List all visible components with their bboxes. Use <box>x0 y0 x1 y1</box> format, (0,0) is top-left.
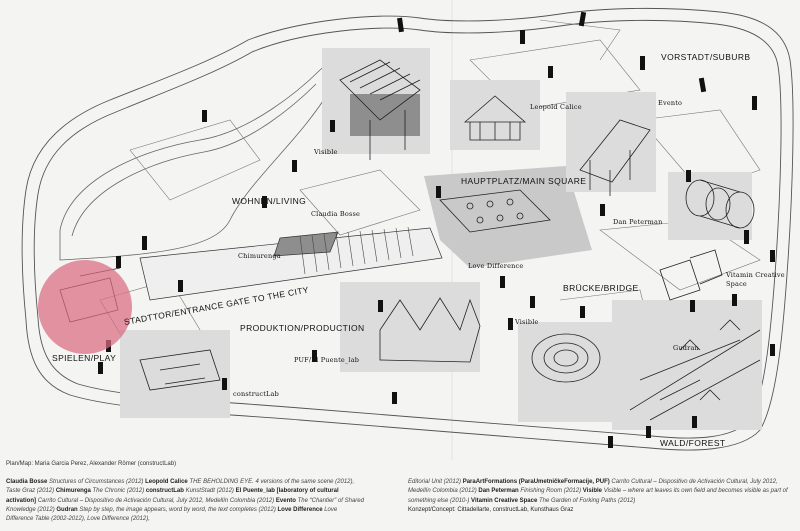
legend-left-artist-4: El Puente_lab [laboratory of cultural ac… <box>6 488 339 504</box>
label-leopold: Leopold Calice <box>530 103 582 111</box>
legend-right-work-3: Visible – where art leaves its own field… <box>408 488 788 504</box>
sketch-stairs <box>339 59 421 160</box>
legend-right-work-2: Finishing Room (2012) <box>520 488 582 495</box>
legend-right: Editorial Unit (2012) ParaArtFormations … <box>408 478 796 515</box>
legend-left-work-1: THE BEHOLDING EYE. 4 versions of the sam… <box>6 479 355 495</box>
visible-dark-panel <box>350 94 420 136</box>
legend-right-work-0: Editorial Unit (2012) <box>408 479 462 485</box>
konzept-line: Konzept/Concept: Cittadellarte, construc… <box>408 506 574 513</box>
label-produktion: PRODUKTION/PRODUCTION <box>240 323 365 333</box>
legend-right-artist-4: Vitamin Creative Space <box>471 497 538 504</box>
label-vorstadt: VORSTADT/SUBURB <box>661 52 751 62</box>
label-wohnen: WOHNEN/LIVING <box>232 196 307 206</box>
legend-left-work-5: The “Chantier” of Shared Knowledge (2012… <box>6 497 364 513</box>
play-area-highlight <box>38 260 132 354</box>
legend-right-work-4: The Garden of Forking Paths (2012) <box>538 497 636 504</box>
legend-left-work-2: The Chronic (2012) <box>92 488 145 495</box>
legend-left-artist-2: Chimurenga <box>55 488 91 495</box>
sketch-houses <box>379 297 481 363</box>
label-bruecke: BRÜCKE/BRIDGE <box>563 283 639 293</box>
map-credit: Plan/Map: Maria Garcia Perez, Alexander … <box>6 461 177 467</box>
legend-right-artist-2: Dan Peterman <box>478 488 519 495</box>
legend-right-artist-1: ParaArtFormations (ParaUmetničkeFormacij… <box>462 479 610 485</box>
legend-left-work-0: Structures of Circumstances (2012) <box>49 479 144 485</box>
legend-left-work-6: Step by step, the image appears, word by… <box>79 506 276 513</box>
legend-left-artist-1: Leopold Calice <box>145 479 188 485</box>
label-constructlab: constructLab <box>233 390 279 398</box>
label-chimurenga: Chimurenga <box>238 252 281 260</box>
sketch-benches <box>139 349 221 391</box>
label-dan: Dan Peterman <box>613 218 663 226</box>
label-hauptplatz: HAUPTPLATZ/MAIN SQUARE <box>461 176 587 186</box>
label-spielen: SPIELEN/PLAY <box>52 353 117 363</box>
label-claudia: Claudia Bosse <box>311 210 361 218</box>
legend-left-work-7: Love Difference Table (2002-2012), Love … <box>6 506 338 523</box>
sketch-forest <box>629 319 761 421</box>
site-map <box>21 0 794 460</box>
legend-left: Claudia Bosse Structures of Circumstance… <box>6 478 366 524</box>
label-puf: PUF/El Puente_lab <box>294 356 360 364</box>
label-wald: WALD/FOREST <box>660 438 726 448</box>
legend-left-artist-0: Claudia Bosse <box>6 479 48 485</box>
legend-entries-right: Editorial Unit (2012) ParaArtFormations … <box>408 478 796 506</box>
legend-right-work-1: Carrito Cultural – Dispositivo de Activa… <box>408 479 778 495</box>
legend-left-artist-3: constructLab <box>145 488 184 495</box>
sketch-shelter <box>579 119 651 196</box>
sketch-tables <box>439 189 551 233</box>
sketch-ring <box>531 333 601 383</box>
sketch-tunnel <box>685 179 755 229</box>
legend-left-work-3: KunstStadt (2012) <box>185 488 234 495</box>
sketch-tent <box>463 95 527 141</box>
label-visible-top: Visible <box>314 148 338 156</box>
label-love-difference: Love Difference <box>468 262 524 270</box>
main-square-area <box>424 166 592 268</box>
label-gudran: Gudran <box>673 344 699 352</box>
entrance-gate-bridge <box>139 227 443 301</box>
label-visible-mid: Visible <box>515 318 539 326</box>
legend-left-artist-5: Evento <box>275 497 296 504</box>
project-tiles <box>120 48 762 430</box>
sketch-boxes <box>659 249 723 301</box>
legend-left-work-4: Carrito Cultural – Dispositivo de Activa… <box>37 497 275 504</box>
gate-slats <box>299 226 414 275</box>
label-evento: Evento <box>658 99 683 107</box>
legend-left-artist-7: Love Difference <box>277 506 323 513</box>
legend-right-artist-3: Visible <box>582 488 603 495</box>
label-vitamin: Vitamin Creative Space <box>726 271 785 288</box>
legend-left-artist-6: Gudran <box>56 506 78 513</box>
